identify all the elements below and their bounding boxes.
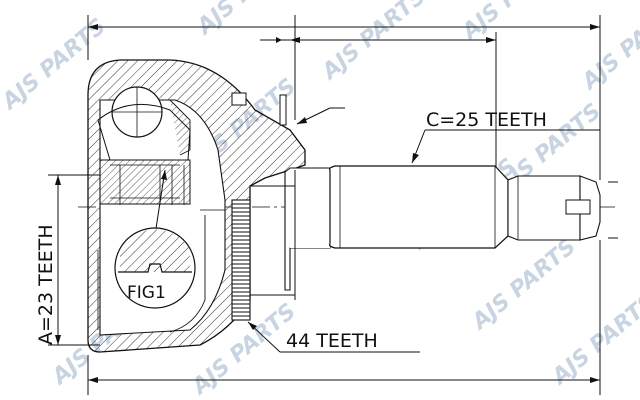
watermark-text: AJS PARTS (466, 234, 581, 336)
watermark-text: AJS PARTS (546, 289, 640, 391)
a-teeth-label: A=23 TEETH (35, 224, 57, 345)
watermark-text: AJS PARTS (316, 0, 431, 86)
c-teeth-label: C=25 TEETH (426, 109, 547, 131)
fig1-label: FIG1 (127, 283, 166, 303)
watermark-text: AJS PARTS (576, 0, 640, 96)
dimension-lines (48, 15, 618, 395)
abs-ring (231, 199, 251, 321)
leader-lines (154, 107, 600, 353)
top-stud (231, 92, 247, 106)
fig1-detail: FIG1 (114, 227, 196, 309)
top-stud (279, 94, 287, 126)
watermark-text: AJS PARTS (456, 0, 571, 46)
stub-shaft (250, 165, 601, 300)
watermark-text: AJS PARTS (191, 0, 306, 41)
abs-teeth-label: 44 TEETH (286, 330, 378, 352)
